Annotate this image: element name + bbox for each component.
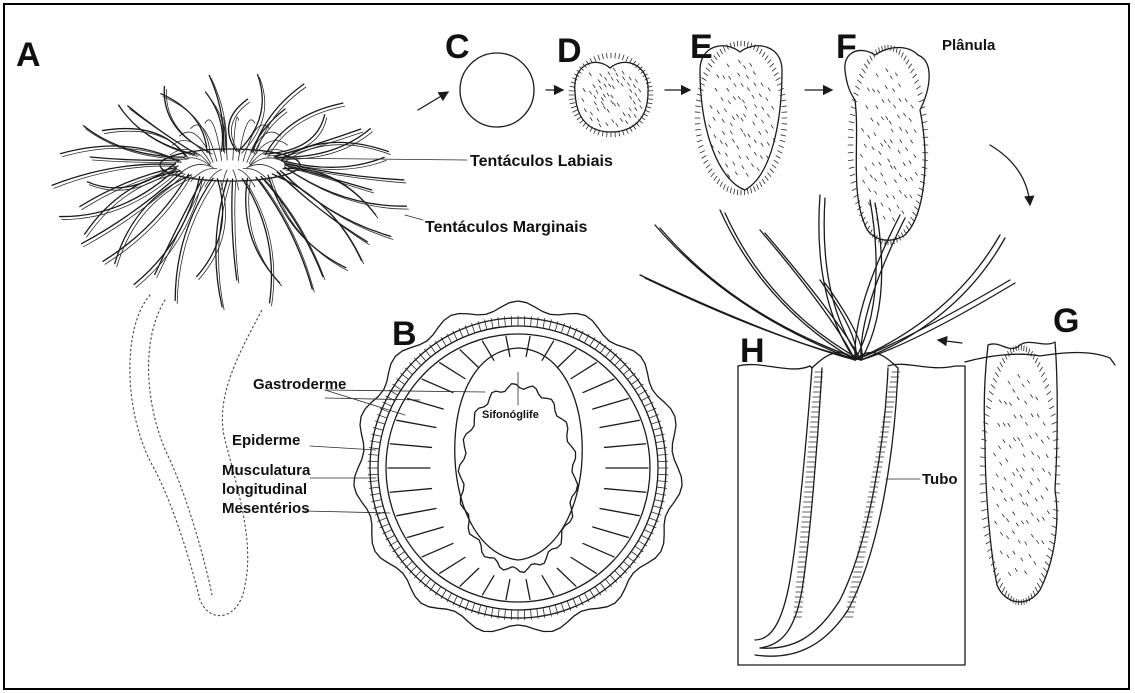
stage-arrows: [418, 90, 1030, 343]
panel-label-e: E: [690, 28, 713, 66]
larva-stage-f: [845, 45, 929, 245]
panel-label-b: B: [392, 315, 417, 353]
panel-label-g: G: [1053, 302, 1079, 340]
label-musculatura: Musculatura: [222, 462, 311, 479]
panel-label-f: F: [836, 28, 857, 66]
label-epiderme: Epiderme: [232, 432, 300, 449]
panel-label-a: A: [16, 36, 41, 74]
label-gastroderme: Gastroderme: [253, 376, 346, 393]
tentacle-crown: [52, 74, 408, 309]
label-mesenterios: Mesentérios: [222, 500, 310, 517]
label-sifonoglife: Sifonóglife: [482, 409, 539, 421]
panel-label-h: H: [740, 332, 765, 370]
label-tentaculos-marginais: Tentáculos Marginais: [425, 219, 588, 236]
larva-stage-d: [569, 53, 653, 137]
label-tubo: Tubo: [922, 471, 958, 488]
egg-stage-c: [460, 53, 534, 127]
burrowing-larva-g: [965, 342, 1115, 605]
panel-label-c: C: [445, 28, 470, 66]
tube-juvenile-h: [640, 195, 1015, 665]
label-planula: Plânula: [942, 37, 996, 54]
label-longitudinal: longitudinal: [222, 481, 307, 498]
label-tentaculos-labiais: Tentáculos Labiais: [470, 153, 613, 170]
anemone-body-column: [130, 295, 262, 616]
panel-label-d: D: [557, 32, 582, 70]
adult-anemone: [52, 74, 408, 615]
